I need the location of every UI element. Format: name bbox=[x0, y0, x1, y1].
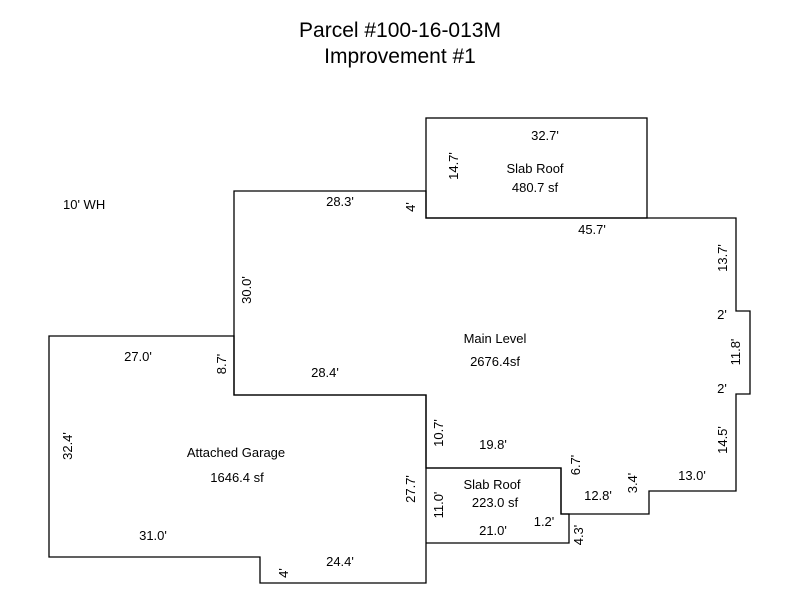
slab-roof-top-area: 480.7 sf bbox=[512, 180, 559, 195]
dim-label: 2' bbox=[717, 381, 727, 396]
dim-label: 8.7' bbox=[214, 354, 229, 375]
dim-label: 27.7' bbox=[403, 475, 418, 503]
slab-roof-top-name: Slab Roof bbox=[506, 161, 563, 176]
dim-label: 30.0' bbox=[239, 276, 254, 304]
main-level-name: Main Level bbox=[464, 331, 527, 346]
dim-label: 3.4' bbox=[625, 473, 640, 494]
dim-label: 4.3' bbox=[571, 525, 586, 546]
dim-label: 14.7' bbox=[446, 152, 461, 180]
dim-label: 32.7' bbox=[531, 128, 559, 143]
title-parcel: Parcel #100-16-013M bbox=[299, 19, 501, 42]
title-improvement: Improvement #1 bbox=[324, 45, 476, 68]
wall-height-note: 10' WH bbox=[63, 197, 105, 212]
main-level-area: 2676.4sf bbox=[470, 354, 520, 369]
dim-label: 10.7' bbox=[431, 419, 446, 447]
dim-label: 13.0' bbox=[678, 468, 706, 483]
garage-name: Attached Garage bbox=[187, 445, 285, 460]
dim-label: 24.4' bbox=[326, 554, 354, 569]
dim-label: 32.4' bbox=[60, 432, 75, 460]
dim-label: 13.7' bbox=[715, 244, 730, 272]
slab-roof-bottom-area: 223.0 sf bbox=[472, 495, 519, 510]
dim-label: 6.7' bbox=[568, 455, 583, 476]
dim-label: 4' bbox=[403, 202, 418, 212]
dim-label: 27.0' bbox=[124, 349, 152, 364]
dim-label: 28.4' bbox=[311, 365, 339, 380]
dim-label: 19.8' bbox=[479, 437, 507, 452]
dim-label: 14.5' bbox=[715, 426, 730, 454]
dim-label: 11.8' bbox=[728, 339, 743, 366]
attached-garage-outline bbox=[48, 335, 427, 584]
dim-label: 21.0' bbox=[479, 523, 507, 538]
dim-label: 11.0' bbox=[431, 492, 446, 519]
dim-label: 4' bbox=[276, 568, 291, 578]
dim-label: 28.3' bbox=[326, 194, 354, 209]
dim-label: 31.0' bbox=[139, 528, 167, 543]
dim-label: 45.7' bbox=[578, 222, 606, 237]
dim-label: 1.2' bbox=[534, 514, 555, 529]
slab-roof-bottom-name: Slab Roof bbox=[463, 477, 520, 492]
dim-label: 2' bbox=[717, 307, 727, 322]
slab-roof-bottom-outline bbox=[426, 467, 570, 544]
garage-area: 1646.4 sf bbox=[210, 470, 264, 485]
dim-label: 12.8' bbox=[584, 488, 612, 503]
main-level-outline bbox=[233, 190, 751, 515]
